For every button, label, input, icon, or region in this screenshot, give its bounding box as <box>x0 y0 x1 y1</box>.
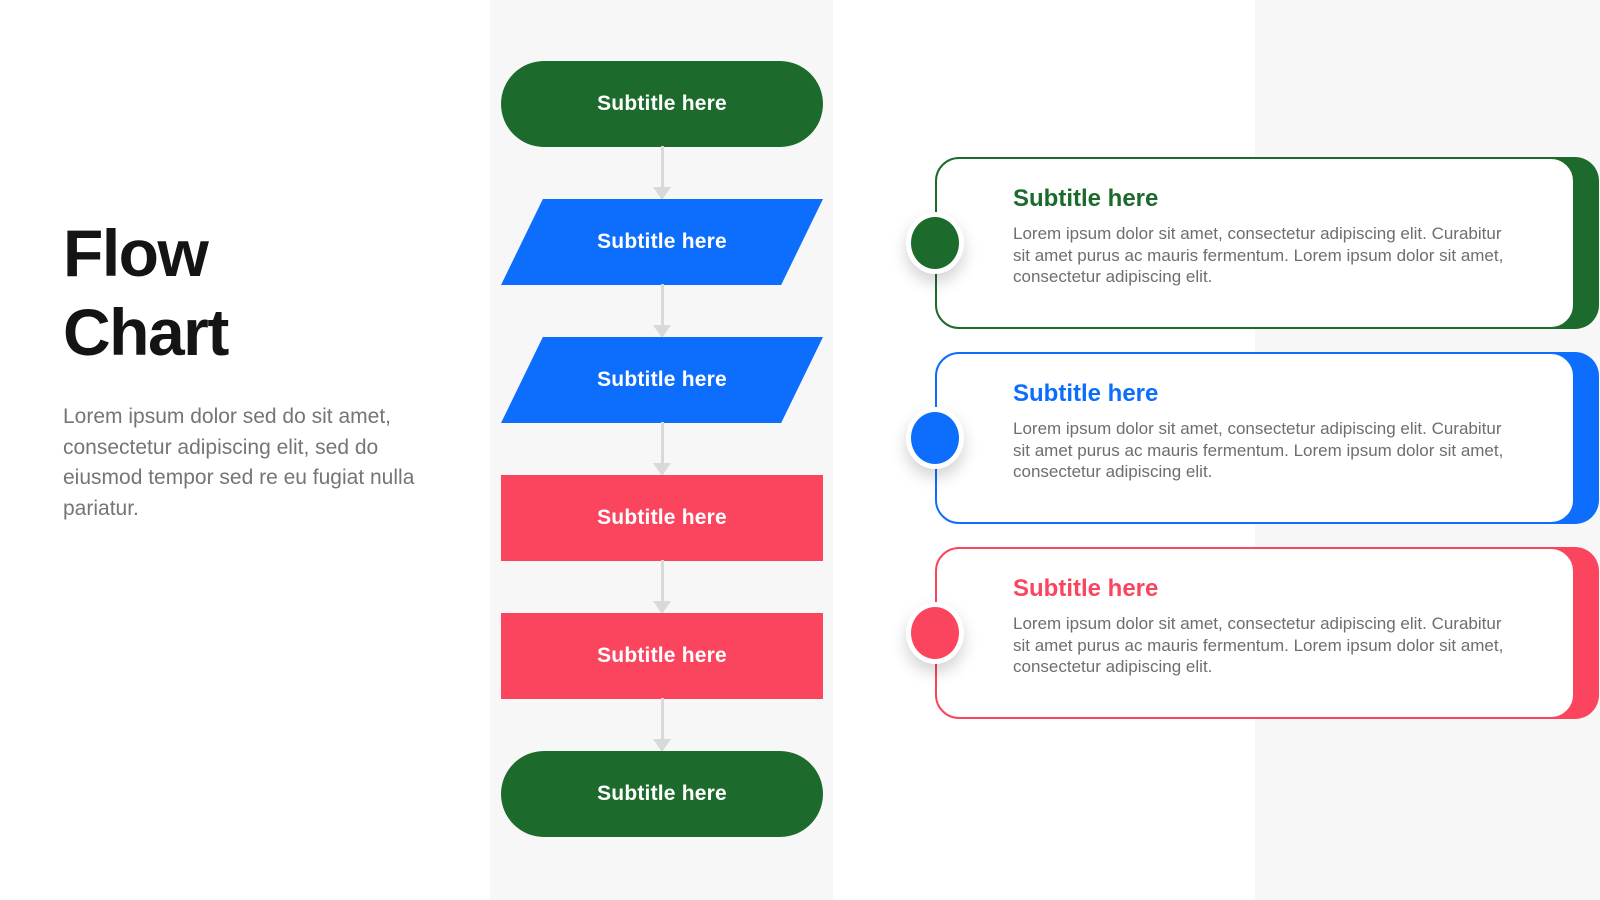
page-title-line-1: Flow <box>63 216 209 290</box>
flow-node-label: Subtitle here <box>597 506 727 529</box>
detail-card-red: Subtitle here Lorem ipsum dolor sit amet… <box>906 547 1600 719</box>
flow-arrow-down-icon <box>652 284 672 338</box>
card-body-text: Lorem ipsum dolor sit amet, consectetur … <box>1013 614 1504 676</box>
flow-node-label: Subtitle here <box>597 230 727 253</box>
card-bullet-dot <box>906 407 964 469</box>
flow-node-process-1: Subtitle here <box>501 475 823 561</box>
flow-arrow-down-icon <box>652 698 672 752</box>
flow-node-io-1: Subtitle here <box>501 199 823 285</box>
flow-node-terminator-start: Subtitle here <box>501 61 823 147</box>
page-title: Flow Chart <box>63 214 443 372</box>
flow-node-label: Subtitle here <box>597 782 727 805</box>
flow-node-label: Subtitle here <box>597 368 727 391</box>
page-title-line-2: Chart <box>63 295 229 369</box>
flow-node-process-2: Subtitle here <box>501 613 823 699</box>
card-title: Subtitle here <box>1013 380 1159 407</box>
detail-card-green: Subtitle here Lorem ipsum dolor sit amet… <box>906 157 1600 329</box>
flow-node-io-2: Subtitle here <box>501 337 823 423</box>
card-bullet-dot <box>906 212 964 274</box>
card-body-text: Lorem ipsum dolor sit amet, consectetur … <box>1013 419 1504 481</box>
card-title: Subtitle here <box>1013 575 1159 602</box>
detail-card-blue: Subtitle here Lorem ipsum dolor sit amet… <box>906 352 1600 524</box>
flow-arrow-down-icon <box>652 422 672 476</box>
card-body-text: Lorem ipsum dolor sit amet, consectetur … <box>1013 224 1504 286</box>
flow-arrow-down-icon <box>652 146 672 200</box>
card-surface: Subtitle here Lorem ipsum dolor sit amet… <box>935 157 1575 329</box>
card-title: Subtitle here <box>1013 185 1159 212</box>
flow-node-label: Subtitle here <box>597 92 727 115</box>
card-surface: Subtitle here Lorem ipsum dolor sit amet… <box>935 547 1575 719</box>
flowchart: Subtitle here Subtitle here Subtitle her… <box>501 0 823 900</box>
card-surface: Subtitle here Lorem ipsum dolor sit amet… <box>935 352 1575 524</box>
intro-section: Flow Chart Lorem ipsum dolor sed do sit … <box>63 214 443 524</box>
card-bullet-dot <box>906 602 964 664</box>
flow-arrow-down-icon <box>652 560 672 614</box>
flow-node-label: Subtitle here <box>597 644 727 667</box>
flow-node-terminator-end: Subtitle here <box>501 751 823 837</box>
intro-description: Lorem ipsum dolor sed do sit amet, conse… <box>63 405 415 520</box>
